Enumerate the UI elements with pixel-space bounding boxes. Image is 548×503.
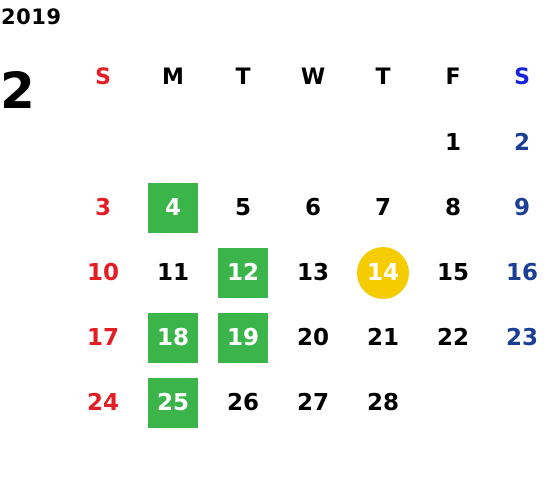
day-cell-today[interactable]: 14 (348, 240, 418, 305)
weekday-header: S M T W T F S (68, 45, 548, 110)
day-cell[interactable]: 11 (138, 240, 208, 305)
weekday-tuesday: T (235, 65, 251, 90)
day-cell-highlighted[interactable]: 4 (138, 175, 208, 240)
day-cell-highlighted[interactable]: 12 (208, 240, 278, 305)
day-cell[interactable]: 27 (278, 370, 348, 435)
day-cell[interactable]: 2 (487, 110, 548, 175)
day-number: 3 (94, 194, 111, 221)
day-number: 22 (436, 324, 469, 351)
day-number: 24 (86, 389, 119, 416)
day-cell[interactable]: 7 (348, 175, 418, 240)
day-number: 15 (436, 259, 469, 286)
day-cell[interactable]: 23 (487, 305, 548, 370)
month-label: 2 (0, 62, 35, 120)
day-number: 16 (505, 259, 538, 286)
year-label: 2019 (1, 5, 62, 29)
day-number: 9 (513, 194, 530, 221)
day-cell[interactable]: 22 (418, 305, 488, 370)
day-cell[interactable]: 24 (68, 370, 138, 435)
weekday-friday: F (445, 65, 461, 90)
day-number: 18 (148, 312, 198, 363)
week-row: 17 18 19 20 21 22 23 (68, 305, 548, 370)
day-number: 28 (366, 389, 399, 416)
day-cell[interactable]: 6 (278, 175, 348, 240)
day-cell-highlighted[interactable]: 18 (138, 305, 208, 370)
day-number: 20 (296, 324, 329, 351)
day-number: 19 (218, 312, 268, 363)
week-row: 10 11 12 13 14 15 16 (68, 240, 548, 305)
calendar-grid: S M T W T F S 1 2 3 4 5 6 7 8 9 10 11 12… (68, 45, 548, 435)
day-number: 25 (148, 377, 198, 428)
day-cell[interactable]: 13 (278, 240, 348, 305)
day-cell[interactable]: 28 (348, 370, 418, 435)
day-number: 1 (444, 129, 461, 156)
day-cell[interactable]: 9 (487, 175, 548, 240)
weekday-monday: M (162, 65, 184, 90)
weekday-saturday: S (514, 65, 530, 90)
day-number: 6 (304, 194, 321, 221)
day-cell[interactable]: 8 (418, 175, 488, 240)
day-cell-highlighted[interactable]: 19 (208, 305, 278, 370)
day-number: 4 (148, 182, 198, 233)
day-number: 2 (513, 129, 530, 156)
day-number: 5 (234, 194, 251, 221)
day-number: 12 (218, 247, 268, 298)
day-number: 8 (444, 194, 461, 221)
day-cell[interactable]: 17 (68, 305, 138, 370)
day-cell[interactable]: 26 (208, 370, 278, 435)
day-number: 27 (296, 389, 329, 416)
day-cell[interactable]: 15 (418, 240, 488, 305)
week-row: 24 25 26 27 28 (68, 370, 548, 435)
day-number: 7 (374, 194, 391, 221)
day-number: 11 (156, 259, 189, 286)
day-number: 13 (296, 259, 329, 286)
week-row: 1 2 (68, 110, 548, 175)
day-cell[interactable]: 20 (278, 305, 348, 370)
day-cell[interactable]: 10 (68, 240, 138, 305)
day-cell-highlighted[interactable]: 25 (138, 370, 208, 435)
day-number: 10 (86, 259, 119, 286)
day-cell[interactable]: 3 (68, 175, 138, 240)
today-number: 14 (357, 246, 409, 299)
day-cell[interactable]: 21 (348, 305, 418, 370)
day-number: 23 (505, 324, 538, 351)
day-number: 26 (226, 389, 259, 416)
day-number: 17 (86, 324, 119, 351)
weekday-wednesday: W (300, 65, 326, 90)
day-cell[interactable]: 16 (487, 240, 548, 305)
day-cell[interactable]: 5 (208, 175, 278, 240)
weekday-sunday: S (95, 65, 111, 90)
weekday-thursday: T (375, 65, 391, 90)
day-cell[interactable]: 1 (418, 110, 488, 175)
day-number: 21 (366, 324, 399, 351)
week-row: 3 4 5 6 7 8 9 (68, 175, 548, 240)
